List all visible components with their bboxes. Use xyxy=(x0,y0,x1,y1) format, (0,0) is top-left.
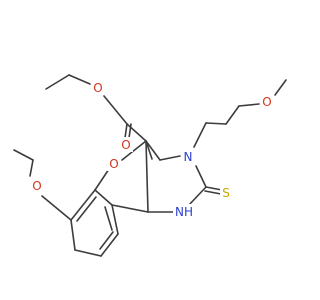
thione-sulfur-label: S xyxy=(222,186,230,200)
bond-ch2c-o xyxy=(238,103,260,107)
bond-bridge-c4 xyxy=(145,140,149,213)
bond-ar-inner-3 xyxy=(104,206,113,231)
bond-ar-5 xyxy=(74,249,102,257)
bond-ch2a-ch2b xyxy=(205,122,227,125)
bond-ar-6 xyxy=(70,219,76,251)
bond-ar-1 xyxy=(94,189,113,206)
bond-cs-nh xyxy=(187,186,207,207)
bond-n-ch2a xyxy=(193,122,207,148)
bond-ar-inner-1 xyxy=(99,231,114,250)
bond-ar-4 xyxy=(100,233,119,257)
bond-carbonyl-1 xyxy=(124,123,128,139)
bond-ar-3 xyxy=(111,204,119,235)
bond-methyl xyxy=(145,140,153,160)
bond-ester-bridge xyxy=(126,123,147,142)
ester-oxygen-label: O xyxy=(93,81,102,95)
bond-ester-ch2-o xyxy=(68,74,91,85)
bond-bridge-o xyxy=(121,140,147,161)
bond-n-cs xyxy=(195,165,207,188)
bond-ester-ch3-ch2 xyxy=(45,74,70,90)
bond-ar-2 xyxy=(111,204,149,213)
bond-thione-2 xyxy=(204,190,222,195)
bond-ch2b-ch2c xyxy=(225,105,240,125)
bond-ar-oet xyxy=(41,195,72,221)
molecule-diagram: O O O N NH S O O xyxy=(13,74,287,257)
structure-canvas: O O O N NH S O O xyxy=(13,74,287,257)
nh-label: NH xyxy=(175,205,193,219)
bond-ar-7 xyxy=(70,189,96,221)
bond-c2-n xyxy=(159,155,181,161)
bond-bridge-c2 xyxy=(145,140,161,161)
carbonyl-oxygen-label: O xyxy=(121,138,130,152)
bond-oet-ch2 xyxy=(29,159,34,177)
bond-ester-o-c xyxy=(103,95,128,125)
ring-nitrogen-label: N xyxy=(184,150,193,164)
bond-o-ch3 xyxy=(274,79,287,96)
methoxy-oxygen-label: O xyxy=(262,95,271,109)
bond-ar-inner-2 xyxy=(76,196,97,222)
ethoxy-oxygen-label: O xyxy=(32,179,41,193)
bond-lines xyxy=(13,74,287,257)
atom-labels: O O O N NH S O O xyxy=(30,80,274,219)
bond-thione-1 xyxy=(205,186,223,191)
bond-oet-ch3 xyxy=(13,149,34,161)
ring-oxygen-label: O xyxy=(109,157,118,171)
